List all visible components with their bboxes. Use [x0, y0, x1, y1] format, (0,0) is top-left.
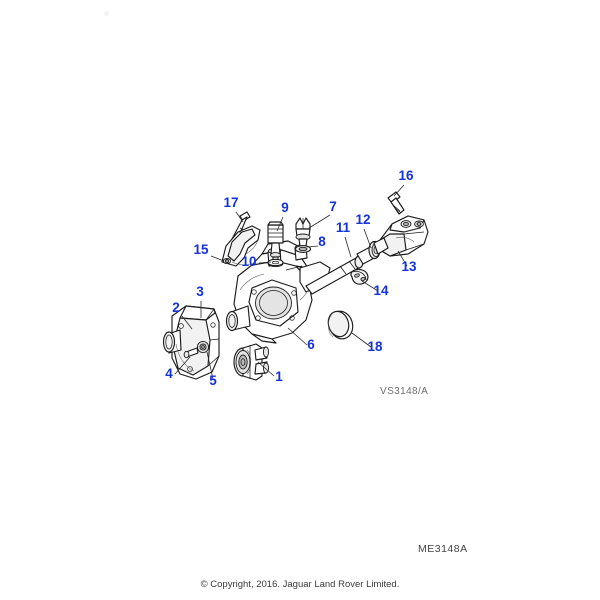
callout-14[interactable]: 14 [373, 283, 389, 298]
callout-13[interactable]: 13 [401, 259, 417, 274]
callout-5[interactable]: 5 [209, 373, 217, 388]
part-bracket-bolt[interactable] [387, 191, 405, 215]
callout-leaders [174, 184, 408, 380]
callout-12[interactable]: 12 [355, 212, 370, 227]
callout-11[interactable]: 11 [336, 220, 351, 235]
figure-code: ME3148A [418, 543, 468, 555]
part-switch-washer[interactable] [294, 245, 312, 253]
callout-7[interactable]: 7 [329, 199, 337, 214]
drawing-code: VS3148/A [380, 386, 428, 397]
callout-8[interactable]: 8 [318, 234, 326, 249]
callout-10[interactable]: 10 [241, 254, 256, 269]
part-coolant-temperature-sensor[interactable] [267, 221, 284, 262]
callout-16[interactable]: 16 [398, 168, 414, 183]
part-coolant-rail-bracket[interactable] [373, 215, 429, 257]
part-coolant-temperature-switch[interactable] [295, 217, 311, 247]
callout-9[interactable]: 9 [281, 200, 289, 215]
callout-15[interactable]: 15 [193, 242, 209, 257]
callout-1[interactable]: 1 [275, 369, 283, 384]
callout-6[interactable]: 6 [307, 337, 315, 352]
callout-17[interactable]: 17 [223, 195, 238, 210]
part-thermostat[interactable] [233, 343, 270, 381]
part-tube-gasket[interactable] [350, 268, 369, 285]
callout-2[interactable]: 2 [172, 300, 180, 315]
callout-4[interactable]: 4 [165, 366, 173, 381]
part-o-ring-seal[interactable] [325, 308, 356, 341]
part-coolant-transfer-tube[interactable] [305, 255, 364, 295]
part-mounting-bracket[interactable] [221, 225, 261, 267]
part-sensor-washer[interactable] [267, 258, 284, 268]
copyright-notice: © Copyright, 2016. Jaguar Land Rover Lim… [200, 579, 400, 590]
callout-18[interactable]: 18 [367, 339, 383, 354]
callout-3[interactable]: 3 [196, 284, 204, 299]
part-thermostat-housing-cover[interactable] [162, 305, 220, 380]
callout-numbers: 1 2 3 4 5 6 7 8 9 10 11 12 13 14 15 16 1… [165, 168, 417, 388]
scan-artifact [104, 11, 109, 16]
